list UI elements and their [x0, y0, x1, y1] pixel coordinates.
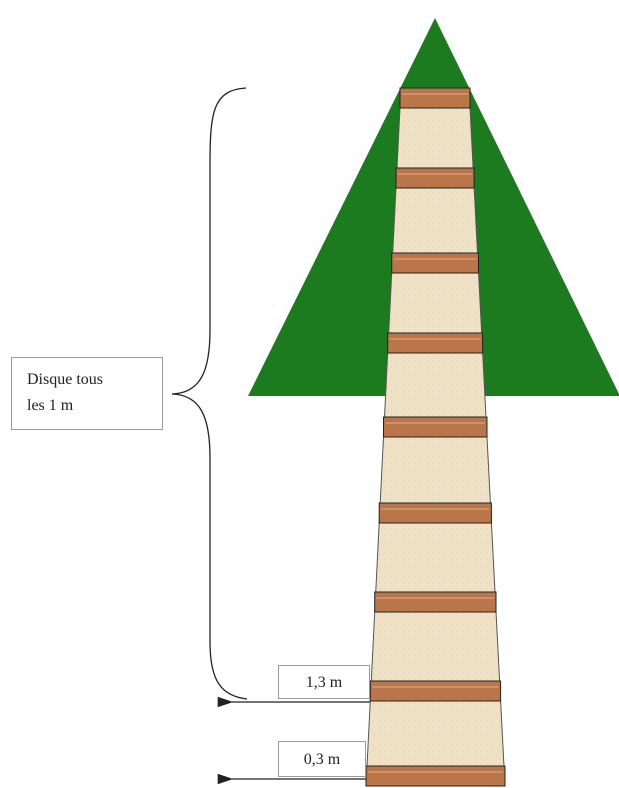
wood-disc — [379, 503, 491, 523]
height-label-1-3m: 1,3 m — [278, 665, 370, 699]
wood-disc — [370, 681, 500, 701]
wood-disc — [388, 333, 483, 353]
wood-disc — [384, 417, 488, 437]
height-brace — [172, 88, 247, 699]
wood-disc — [366, 766, 505, 786]
height-label-0-3m: 0,3 m — [278, 741, 366, 777]
wood-disc — [375, 592, 496, 612]
annotation-line-2: les 1 m — [27, 393, 162, 419]
wood-disc — [392, 253, 479, 273]
disc-interval-annotation: Disque tous les 1 m — [11, 357, 163, 430]
wood-disc — [400, 88, 470, 108]
annotation-line-1: Disque tous — [27, 367, 162, 393]
wood-disc — [396, 168, 474, 188]
